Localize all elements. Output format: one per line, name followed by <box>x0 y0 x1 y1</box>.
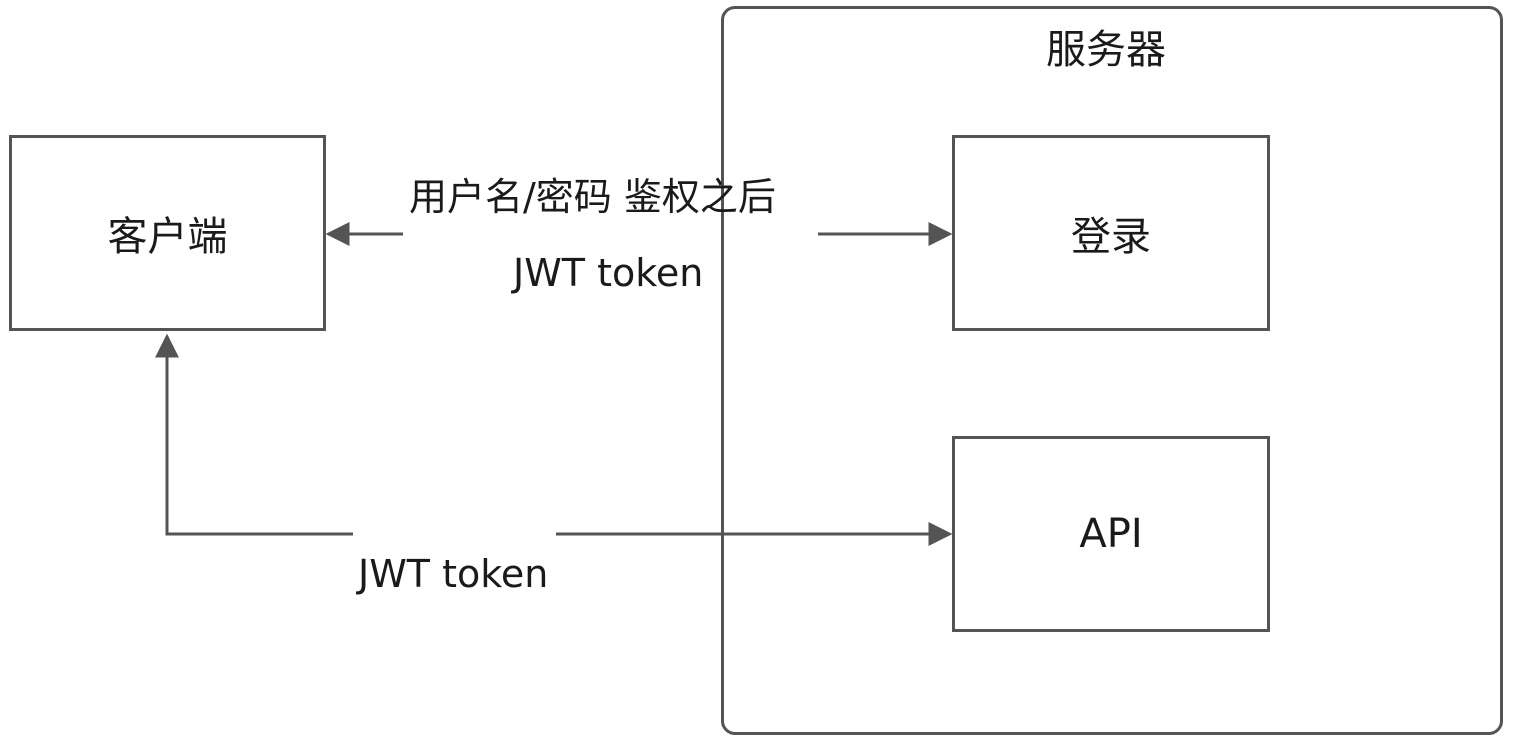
client-label: 客户端 <box>107 214 228 260</box>
server-title: 服务器 <box>1046 27 1166 73</box>
login-label: 登录 <box>1071 214 1151 260</box>
client-node: 客户端 <box>9 135 326 331</box>
server-container <box>721 6 1503 735</box>
api-edge-label: JWT token <box>358 552 549 596</box>
login-edge-label-line1: 用户名/密码 鉴权之后 <box>409 175 776 219</box>
login-edge-label-line2: JWT token <box>513 251 704 295</box>
login-node: 登录 <box>952 135 1270 331</box>
arrow-api-to-client <box>155 333 353 536</box>
api-node: API <box>952 436 1270 632</box>
api-label: API <box>1079 511 1143 557</box>
